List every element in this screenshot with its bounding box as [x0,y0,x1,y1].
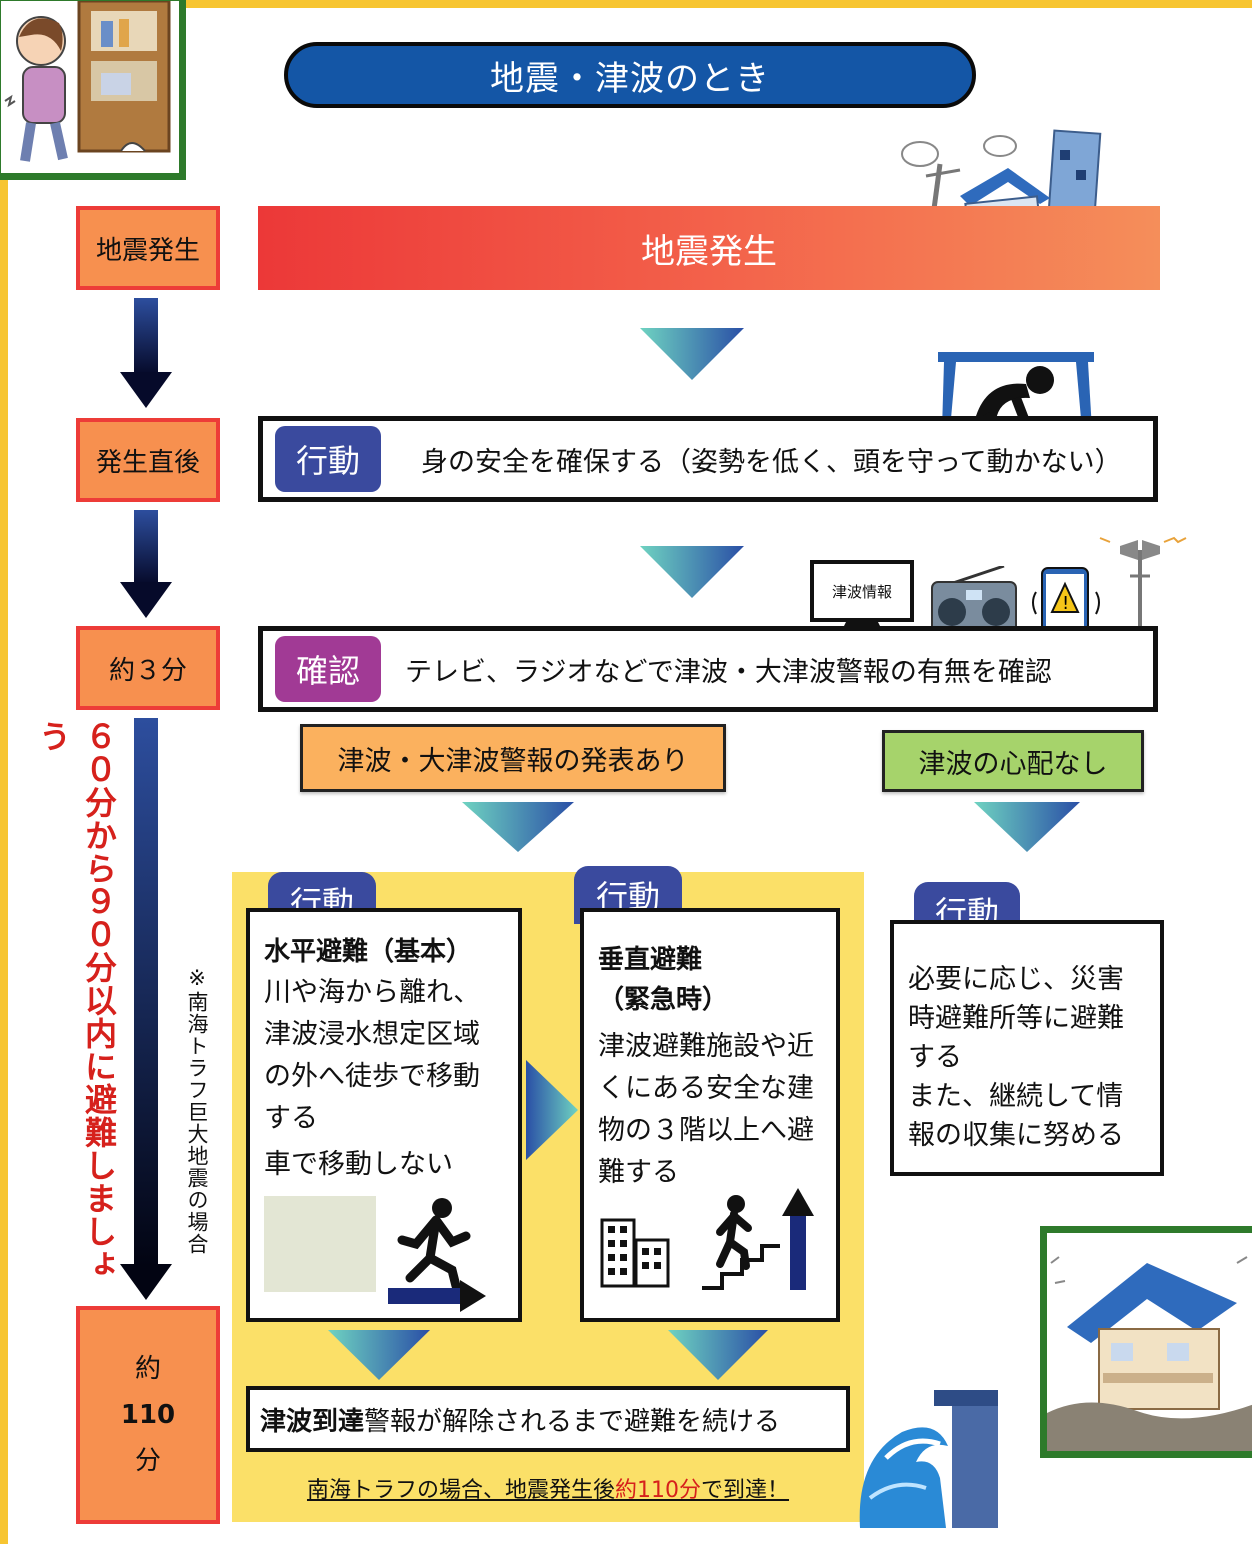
timeline-earthquake: 地震発生 [76,206,220,290]
evacuation-deadline: ６０分から９０分以内に避難しましょう [34,720,118,1281]
horizontal-evacuation-title: 水平避難（基本） [264,937,473,967]
no-tsunami-action-box: 必要に応じ、災害 時避難所等に避難 する また、継続して情 報の収集に努める [890,920,1164,1176]
timeline-110-prefix: 約 [134,1354,161,1384]
svg-text:!: ! [1062,593,1069,614]
horizontal-line: の外へ徒歩で移動 [264,1061,480,1092]
long-down-arrow-icon [120,718,172,1300]
down-triangle-icon [974,802,1080,852]
no-tsunami-line: また、継続して情 [908,1081,1124,1112]
nankai-trough-note: ※南海トラフ巨大地震の場合 [185,966,209,1255]
horizontal-line: 津波浸水想定区域 [264,1019,480,1050]
action-stay-safe-box: 行動 身の安全を確保する（姿勢を低く、頭を守って動かない） [258,416,1158,502]
vertical-line: 物の３階以上へ避 [598,1115,814,1146]
timeline-110-unit: 分 [134,1446,161,1476]
confirm-warning-text: テレビ、ラジオなどで津波・大津波警報の有無を確認 [405,656,1052,688]
no-tsunami-line: する [908,1042,962,1073]
tsunami-arrival-box: 津波到達 警報が解除されるまで避難を続ける [246,1386,850,1452]
horizontal-line: 川や海から離れ、 [264,977,481,1008]
action-stay-safe-text: 身の安全を確保する（姿勢を低く、頭を守って動かない） [421,446,1122,478]
down-arrow-icon [120,510,172,618]
earthquake-indoor-illustration [0,0,186,180]
vertical-line: 難する [598,1157,679,1188]
no-tsunami-line: 時避難所等に避難 [908,1003,1124,1034]
running-person-exit-icon [388,1198,486,1312]
confirm-tag: 確認 [275,636,381,702]
no-tsunami-line: 必要に応じ、災害 [908,964,1124,995]
timeline-110-min: 約 110 分 [76,1306,220,1524]
duck-under-table-icon [938,352,1094,430]
timeline-right-after: 発生直後 [76,418,220,502]
tsunami-arrival-label: 津波到達 [260,1406,365,1437]
tsunami-arrival-text: 警報が解除されるまで避難を続ける [364,1406,781,1437]
page-title: 地震・津波のとき [284,42,976,108]
tv-screen-label: 津波情報 [810,560,914,622]
map-placeholder-image [264,1196,376,1292]
horizontal-line: 車で移動しない [264,1149,453,1180]
vertical-evacuation-subtitle: （緊急時） [598,985,729,1015]
radio-icon [931,566,1017,637]
arrival-note-suffix: で到達！ [701,1478,790,1503]
vertical-line: 津波避難施設や近 [598,1031,814,1062]
action-tag: 行動 [275,426,381,492]
arrival-note-prefix: 南海トラフの場合、地震発生後 [306,1478,615,1503]
down-arrow-icon [120,298,172,408]
down-triangle-icon [462,802,574,852]
arrival-note-highlight: 約110分 [615,1478,701,1503]
down-triangle-icon [668,1330,768,1380]
horizontal-evacuation-box: 水平避難（基本） 川や海から離れ、 津波浸水想定区域 の外へ徒歩で移動 する 車… [246,908,522,1322]
smartphone-alert-icon: ! [1032,567,1100,639]
earthquake-banner: 地震発生 [258,206,1160,290]
flooded-house-illustration [1040,1226,1252,1458]
timeline-110-number: 110 [120,1400,176,1430]
right-triangle-icon [526,1060,578,1160]
top-border [0,0,1252,8]
confirm-warning-box: 確認 テレビ、ラジオなどで津波・大津波警報の有無を確認 [258,626,1158,712]
down-triangle-icon [640,328,744,380]
timeline-3-min: 約３分 [76,626,220,710]
left-border [0,0,8,1544]
vertical-evacuation-title: 垂直避難 [598,945,703,975]
warning-issued-label: 津波・大津波警報の発表あり [300,724,726,792]
no-tsunami-label: 津波の心配なし [882,730,1144,792]
tsunami-wave-illustration [859,1390,998,1528]
arrival-time-note: 南海トラフの場合、地震発生後約110分で到達！ [232,1472,864,1508]
no-tsunami-line: 報の収集に努める [908,1120,1124,1151]
down-triangle-icon [640,546,744,598]
down-triangle-icon [328,1330,430,1380]
vertical-line: くにある安全な建 [598,1073,814,1104]
building-icon [600,1218,670,1288]
horizontal-line: する [264,1103,318,1134]
climbing-stairs-icon [702,1188,814,1290]
